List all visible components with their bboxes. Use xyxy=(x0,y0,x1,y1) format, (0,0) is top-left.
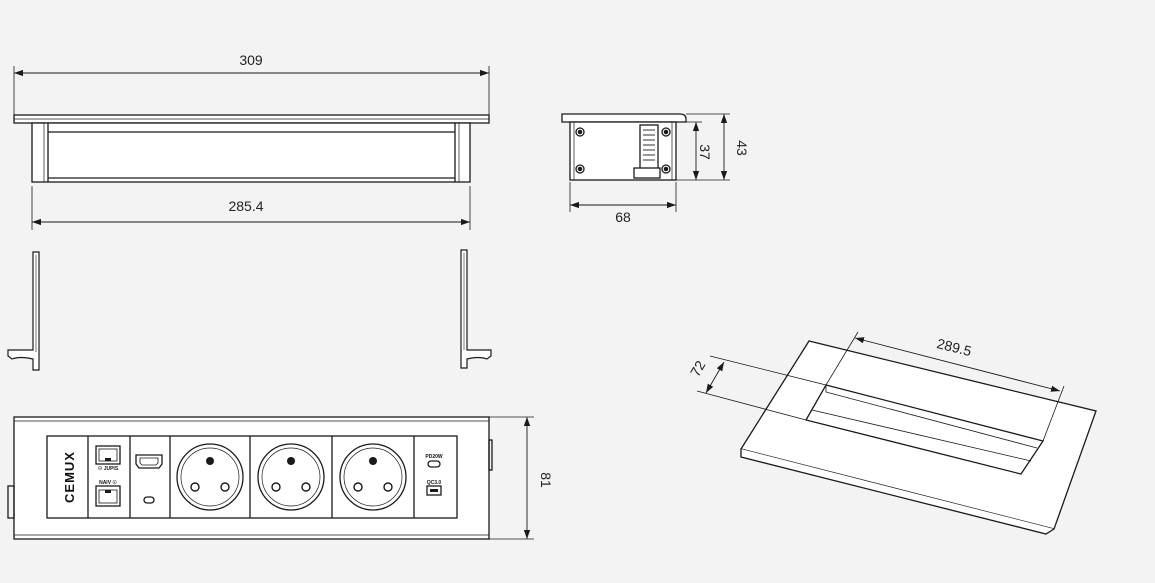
bracket-left xyxy=(7,251,40,371)
mounting-brackets xyxy=(7,249,492,371)
power-socket-3 xyxy=(339,443,407,511)
front-view xyxy=(7,416,534,540)
brand-logo: CEMUX xyxy=(62,451,77,503)
cutout-view xyxy=(696,331,1097,535)
power-socket-1 xyxy=(176,443,244,511)
dim-label-289-5: 289.5 xyxy=(935,335,973,359)
end-view-top-lip xyxy=(561,113,687,123)
usb-c-label: PD20W xyxy=(425,454,443,460)
usb-a-label: QC3.0 xyxy=(427,480,442,486)
end-view xyxy=(561,113,730,212)
usb-c-port xyxy=(427,460,441,468)
bracket-right xyxy=(460,249,492,369)
dim-line-289-5 xyxy=(854,337,1061,392)
rj45-port-bottom xyxy=(95,485,121,507)
usb-c-port-middle xyxy=(143,496,155,504)
dim-line-72 xyxy=(705,361,725,394)
dim-label-81: 81 xyxy=(538,472,554,488)
top-view xyxy=(13,66,490,230)
dim-label-72: 72 xyxy=(687,358,709,380)
end-view-connector xyxy=(639,124,659,173)
dim-label-309: 309 xyxy=(239,52,263,68)
rj45-top-label: ☉ JUPIS xyxy=(98,466,119,472)
rj45-port-top xyxy=(95,445,121,465)
power-socket-2 xyxy=(257,443,325,511)
body-side xyxy=(31,122,471,183)
dim-label-68: 68 xyxy=(615,209,631,225)
dim-label-285-4: 285.4 xyxy=(228,198,263,214)
dim-label-43: 43 xyxy=(734,140,750,156)
dim-label-37: 37 xyxy=(697,144,713,160)
rj45-bottom-label: NAIV ☉ xyxy=(99,480,117,486)
